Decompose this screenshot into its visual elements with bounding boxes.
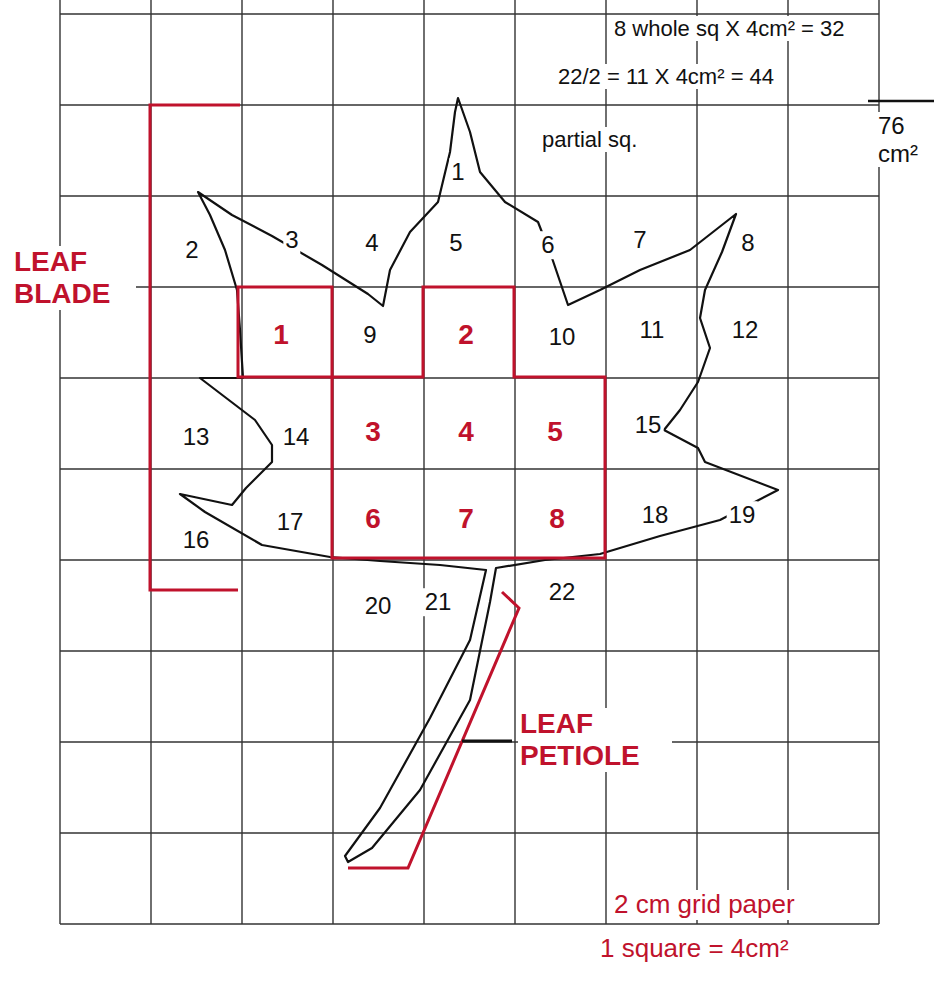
square-number: 4 bbox=[456, 416, 476, 448]
grid-line bbox=[60, 741, 879, 742]
counted-squares-outline bbox=[238, 287, 605, 558]
grid-line bbox=[60, 650, 879, 651]
grid-paper bbox=[60, 0, 879, 924]
callout-number: 14 bbox=[281, 423, 312, 451]
grid-line bbox=[787, 0, 788, 924]
grid-line bbox=[514, 0, 515, 924]
callout-number: 13 bbox=[181, 423, 212, 451]
callout-number: 15 bbox=[633, 411, 664, 439]
grid-line bbox=[241, 0, 242, 924]
callout-number: 20 bbox=[363, 592, 394, 620]
petiole-leader bbox=[462, 740, 512, 743]
callout-number: 19 bbox=[727, 501, 758, 529]
scale-note: 1 square = 4cm² bbox=[598, 934, 791, 964]
square-number: 6 bbox=[363, 503, 383, 535]
leaf-outline bbox=[180, 98, 778, 862]
square-number: 5 bbox=[545, 416, 565, 448]
callout-number: 16 bbox=[181, 526, 212, 554]
grid-line bbox=[60, 468, 879, 469]
grid-line bbox=[60, 377, 879, 378]
part-label: LEAF PETIOLE bbox=[518, 708, 672, 772]
calculation-note: 22/2 = 11 X 4cm² = 44 bbox=[556, 64, 776, 89]
square-number: 2 bbox=[456, 319, 476, 351]
blade-bracket bbox=[150, 105, 240, 590]
sum-underline bbox=[868, 100, 934, 103]
calculation-note: 8 whole sq X 4cm² = 32 bbox=[612, 16, 847, 41]
square-number: 7 bbox=[456, 503, 476, 535]
grid-line bbox=[60, 13, 879, 14]
square-number: 8 bbox=[547, 503, 567, 535]
callout-number: 9 bbox=[361, 321, 378, 349]
callout-number: 3 bbox=[283, 226, 300, 254]
callout-number: 7 bbox=[631, 226, 648, 254]
callout-number: 8 bbox=[739, 229, 756, 257]
part-label: LEAF BLADE bbox=[12, 246, 136, 310]
callout-number: 10 bbox=[547, 323, 578, 351]
square-number: 3 bbox=[363, 416, 383, 448]
callout-number: 21 bbox=[423, 588, 454, 616]
grid-line bbox=[696, 0, 697, 924]
callout-number: 4 bbox=[363, 229, 380, 257]
callout-number: 1 bbox=[449, 158, 466, 186]
callout-number: 2 bbox=[183, 236, 200, 264]
grid-line bbox=[60, 195, 879, 196]
square-number: 1 bbox=[271, 319, 291, 351]
total-area: 76 cm² bbox=[876, 112, 932, 167]
grid-line bbox=[60, 923, 879, 924]
callout-number: 12 bbox=[730, 316, 761, 344]
petiole-bracket bbox=[348, 592, 519, 868]
grid-line bbox=[59, 0, 60, 924]
callout-number: 22 bbox=[547, 578, 578, 606]
callout-number: 11 bbox=[638, 316, 667, 344]
callout-number: 18 bbox=[640, 501, 671, 529]
scale-note: 2 cm grid paper bbox=[612, 890, 797, 920]
calculation-note: partial sq. bbox=[540, 127, 639, 152]
callout-number: 17 bbox=[275, 508, 306, 536]
grid-line bbox=[60, 559, 879, 560]
callout-number: 6 bbox=[539, 231, 556, 259]
callout-number: 5 bbox=[447, 229, 464, 257]
grid-line bbox=[60, 832, 879, 833]
